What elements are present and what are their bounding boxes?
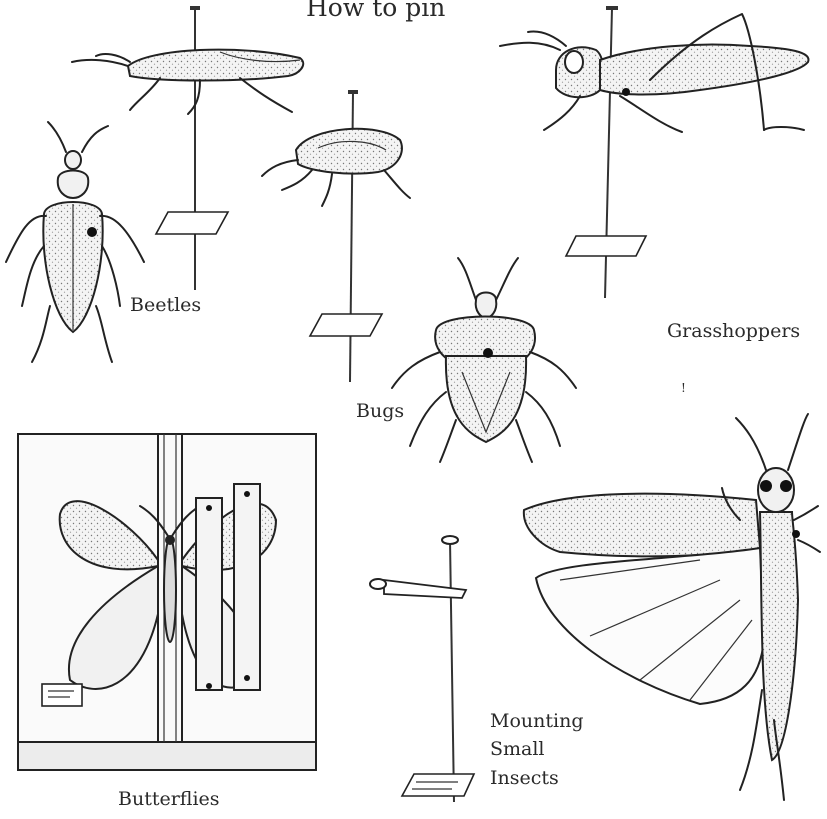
label-mounting: Mounting [490, 708, 583, 735]
stray-mark: ! [681, 375, 686, 402]
point-mount-illustration [370, 536, 474, 802]
label-beetles: Beetles [130, 292, 201, 319]
diagram-title: How to pin [306, 0, 445, 23]
label-small: Small [490, 736, 545, 763]
label-grasshoppers: Grasshoppers [667, 318, 800, 345]
beetle-illustration [6, 122, 144, 362]
pinned-stink-bug-side-view [262, 90, 410, 382]
pinned-grasshopper-side-view [500, 6, 808, 298]
spreading-board-illustration [18, 434, 316, 770]
label-insects: Insects [490, 765, 559, 792]
stink-bug-illustration [392, 258, 576, 462]
label-bugs: Bugs [356, 398, 404, 425]
grasshopper-spread-illustration [524, 414, 820, 800]
label-butterflies: Butterflies [118, 786, 220, 813]
pinned-bug-side-view [72, 6, 303, 290]
